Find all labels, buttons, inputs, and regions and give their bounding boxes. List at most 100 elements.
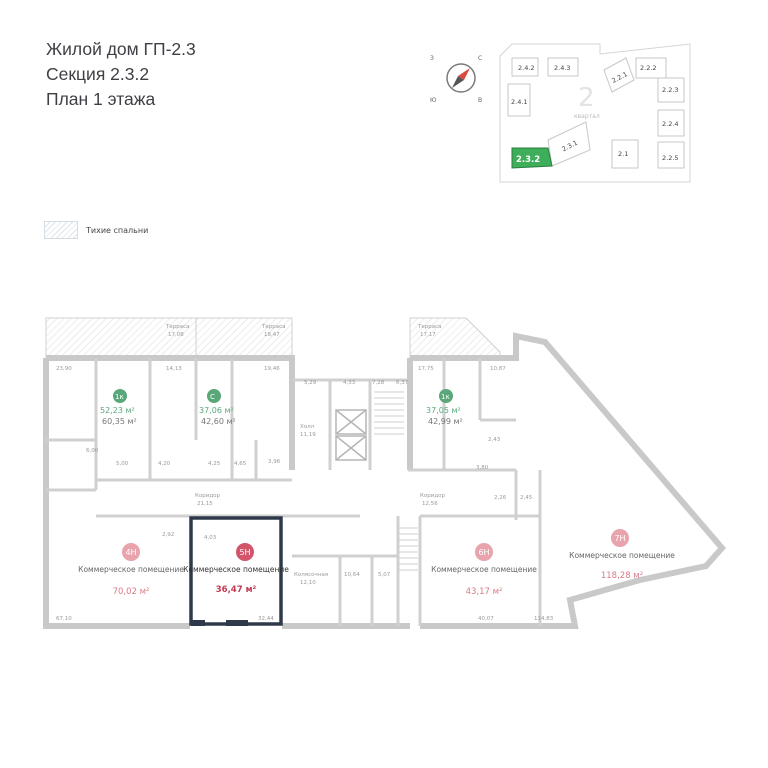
svg-text:Коммерческое помещение: Коммерческое помещение — [78, 565, 184, 574]
building-242 — [511, 57, 539, 77]
svg-text:12,10: 12,10 — [300, 580, 316, 586]
svg-text:4,20: 4,20 — [158, 461, 171, 467]
quarter-label: квартал — [574, 113, 600, 120]
svg-text:Коммерческое помещение: Коммерческое помещение — [183, 565, 289, 574]
svg-text:4,25: 4,25 — [208, 461, 221, 467]
svg-text:Коммерческое помещение: Коммерческое помещение — [569, 551, 675, 560]
terrace-mid — [195, 317, 293, 359]
compass-n: С — [478, 55, 482, 62]
svg-text:17,75: 17,75 — [418, 366, 434, 372]
svg-text:3,96: 3,96 — [268, 459, 281, 465]
svg-text:5Н: 5Н — [239, 548, 250, 557]
svg-text:6,00: 6,00 — [86, 448, 99, 454]
svg-text:42,99 м²: 42,99 м² — [428, 417, 463, 426]
legend: Тихие спальни — [44, 221, 148, 239]
svg-text:52,23 м²: 52,23 м² — [100, 406, 135, 415]
svg-text:18,47: 18,47 — [264, 332, 280, 338]
svg-text:2.4.1: 2.4.1 — [511, 98, 528, 106]
elevator-2 — [335, 435, 367, 461]
unit-5h-badge — [236, 543, 254, 561]
unit-5h-highlight — [189, 516, 283, 626]
quiet-bedrooms-swatch — [44, 221, 78, 239]
svg-text:70,02 м²: 70,02 м² — [113, 587, 150, 597]
svg-text:40,07: 40,07 — [478, 616, 494, 622]
svg-text:Терраса: Терраса — [417, 324, 442, 330]
svg-text:10,87: 10,87 — [490, 366, 506, 372]
svg-text:7Н: 7Н — [614, 534, 625, 543]
compass-north-needle-icon — [458, 68, 470, 80]
svg-text:Коммерческое помещение: Коммерческое помещение — [431, 565, 537, 574]
svg-text:6,37: 6,37 — [396, 380, 409, 386]
elevator-1 — [335, 409, 367, 435]
svg-text:114,83: 114,83 — [534, 616, 554, 622]
svg-text:11,19: 11,19 — [300, 432, 316, 438]
svg-text:4,65: 4,65 — [234, 461, 247, 467]
svg-text:12,56: 12,56 — [422, 501, 438, 507]
svg-text:Коридор: Коридор — [420, 493, 446, 499]
legend-label: Тихие спальни — [86, 225, 149, 235]
svg-text:Терраса: Терраса — [165, 324, 190, 330]
svg-text:17,08: 17,08 — [168, 332, 184, 338]
svg-text:2.2.3: 2.2.3 — [662, 86, 679, 94]
svg-text:Коридор: Коридор — [195, 493, 221, 499]
svg-text:32,44: 32,44 — [258, 616, 274, 622]
svg-text:67,10: 67,10 — [56, 616, 72, 622]
svg-text:2.4.2: 2.4.2 — [518, 64, 535, 72]
compass-w: З — [430, 55, 434, 62]
svg-text:43,17 м²: 43,17 м² — [466, 587, 503, 597]
svg-text:10,64: 10,64 — [344, 572, 360, 578]
compass-e: В — [478, 97, 482, 104]
page-title: Жилой дом ГП-2.3 Секция 2.3.2 План 1 эта… — [46, 37, 196, 112]
title-section: Секция 2.3.2 — [46, 64, 150, 84]
svg-text:2.2.2: 2.2.2 — [640, 64, 657, 72]
svg-text:17,17: 17,17 — [420, 332, 436, 338]
building-21 — [611, 139, 639, 169]
svg-text:5,29: 5,29 — [304, 380, 317, 386]
unit-7h-badge — [611, 529, 629, 547]
svg-text:Холл: Холл — [300, 424, 315, 430]
unit-c-badge — [207, 389, 221, 403]
svg-text:37,06 м²: 37,06 м² — [199, 406, 234, 415]
compass-ring — [446, 63, 476, 93]
compass-s: Ю — [430, 97, 437, 104]
svg-text:118,28 м²: 118,28 м² — [601, 571, 643, 581]
svg-text:6Н: 6Н — [478, 548, 489, 557]
svg-text:2,26: 2,26 — [494, 495, 507, 501]
building-243 — [547, 57, 579, 77]
unit-4h-badge — [122, 543, 140, 561]
unit-6h-badge — [475, 543, 493, 561]
svg-text:2,45: 2,45 — [520, 495, 533, 501]
svg-text:1к: 1к — [441, 393, 450, 401]
building-223 — [657, 77, 685, 103]
quarter-number: 2 — [578, 83, 595, 113]
building-224 — [657, 109, 685, 137]
svg-text:37,05 м²: 37,05 м² — [426, 406, 461, 415]
svg-text:2.2.4: 2.2.4 — [662, 120, 679, 128]
building-225 — [657, 141, 685, 169]
compass-south-needle-icon — [452, 76, 464, 88]
svg-text:5,00: 5,00 — [116, 461, 129, 467]
svg-text:2.2.5: 2.2.5 — [662, 154, 679, 162]
svg-text:7,28: 7,28 — [372, 380, 385, 386]
svg-text:Колясочная: Колясочная — [294, 572, 328, 578]
unit-1r-badge — [439, 389, 453, 403]
building-232-label: 2.3.2 — [516, 155, 540, 165]
svg-text:36,47 м²: 36,47 м² — [216, 585, 257, 595]
svg-text:С: С — [210, 393, 215, 401]
building-232-highlight — [511, 147, 553, 169]
svg-text:19,46: 19,46 — [264, 366, 280, 372]
unit-1l-badge — [113, 389, 127, 403]
title-building: Жилой дом ГП-2.3 — [46, 39, 196, 59]
svg-text:42,60 м²: 42,60 м² — [201, 417, 236, 426]
svg-text:2,43: 2,43 — [488, 437, 501, 443]
title-floor: План 1 этажа — [46, 89, 156, 109]
outer-walls — [43, 332, 726, 629]
svg-text:5,07: 5,07 — [378, 572, 391, 578]
svg-text:23,90: 23,90 — [56, 366, 72, 372]
svg-text:4,03: 4,03 — [204, 535, 217, 541]
svg-text:60,35 м²: 60,35 м² — [102, 417, 137, 426]
svg-text:1к: 1к — [115, 393, 124, 401]
